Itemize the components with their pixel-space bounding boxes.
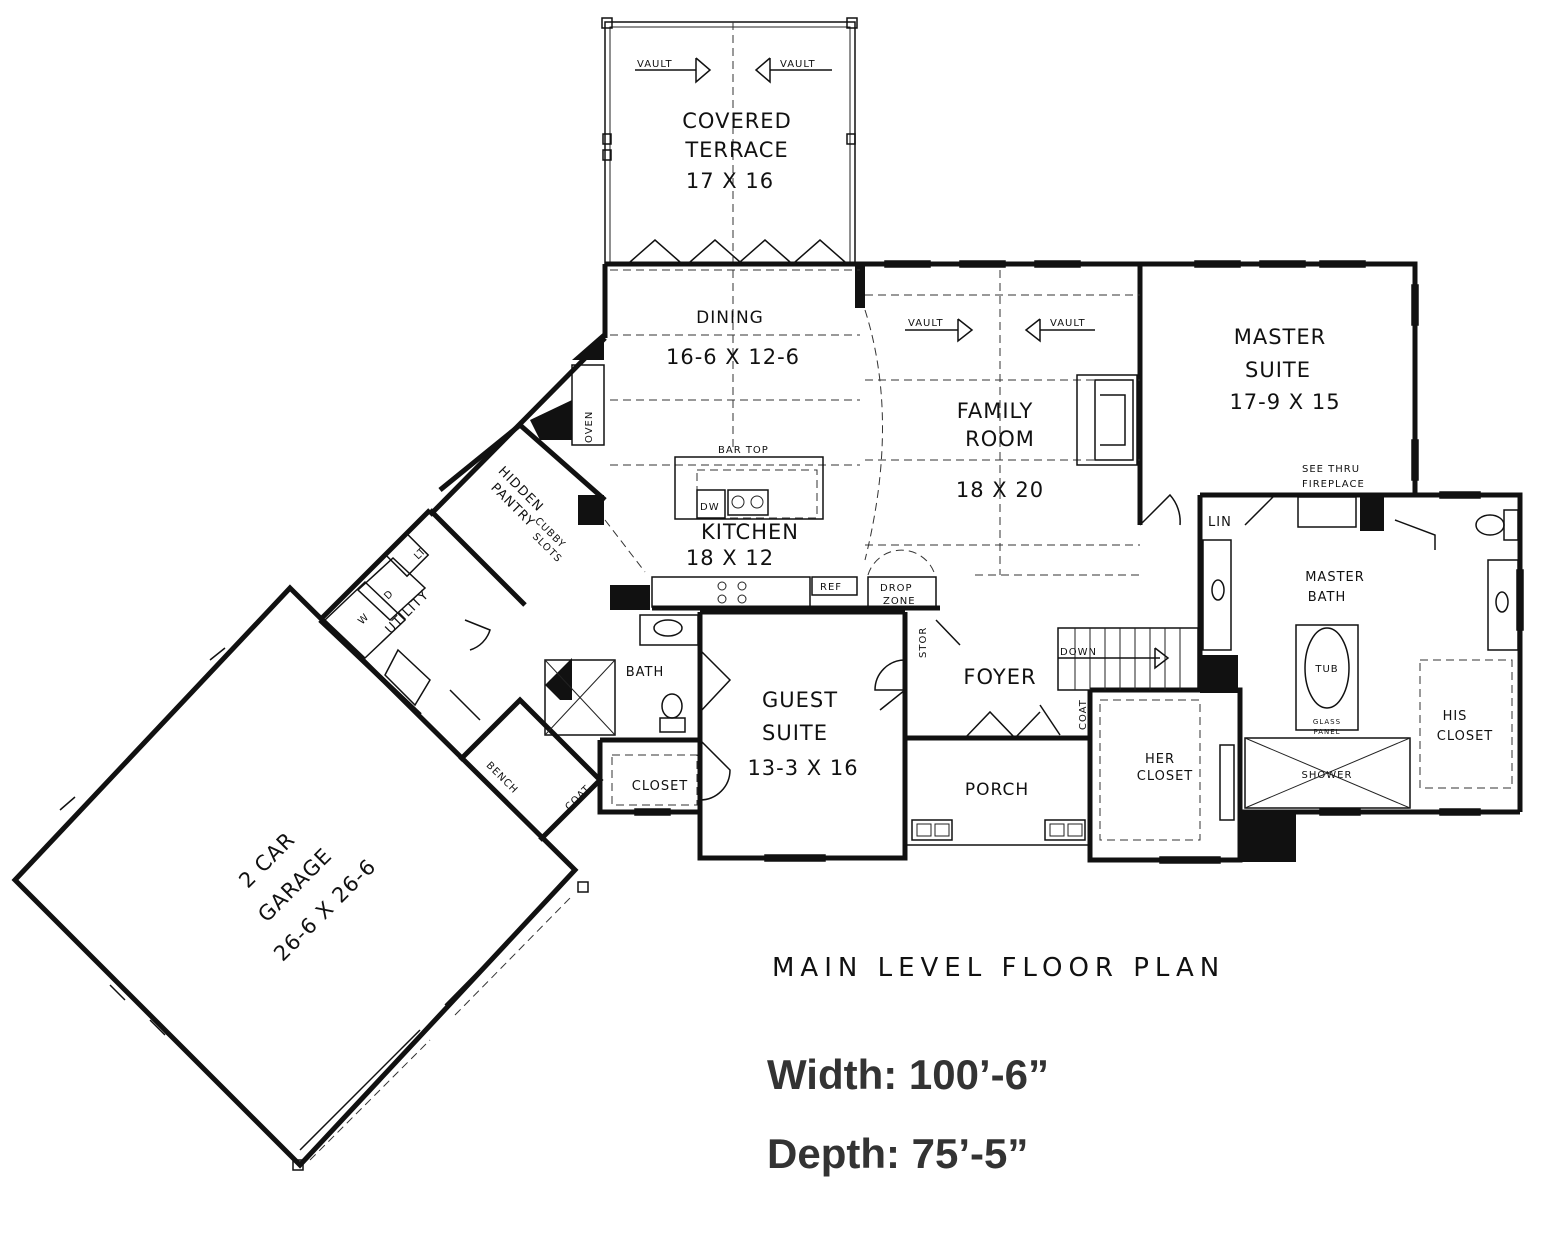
guest-closet: CLOSET [632,779,689,794]
shower-label: SHOWER [1302,770,1353,781]
terrace-vault-right: VAULT [780,59,816,70]
master-suite-size: 17-9 X 15 [1229,390,1340,414]
porch-name: PORCH [965,780,1029,800]
oven-label: OVEN [584,411,595,443]
door-swings [449,493,1436,801]
bar-top-label: BAR TOP [718,445,769,456]
guest-name-2: SUITE [762,721,828,745]
glass-panel-1: GLASS [1313,718,1341,726]
his-closet-1: HIS [1443,709,1468,724]
her-closet-2: CLOSET [1137,769,1194,784]
fireplace-icon [1076,374,1357,528]
master-bath-name-2: BATH [1308,590,1347,605]
master-suite-name-1: MASTER [1234,325,1327,349]
glass-panel-2: PANEL [1313,728,1340,736]
dw-label: DW [700,502,720,513]
her-closet-1: HER [1145,752,1175,767]
tub-label: TUB [1314,664,1338,675]
exterior-walls [11,261,1523,1169]
bench-label: BENCH [484,760,520,796]
family-vault-left: VAULT [908,318,944,329]
solid-wall-blocks [530,264,1384,862]
lt-label: LT [412,546,428,562]
see-thru-2: FIREPLACE [1302,479,1365,490]
family-name-1: FAMILY [957,399,1034,423]
his-closet-2: CLOSET [1437,729,1494,744]
windows [634,260,1524,864]
depth-dimension: Depth: 75’-5” [767,1130,1028,1177]
terrace-size: 17 X 16 [686,169,774,193]
terrace-vault-left: VAULT [637,59,673,70]
porch-planters [905,710,1090,846]
utility-appliances [323,532,431,707]
width-dimension: Width: 100’-6” [767,1051,1049,1098]
room-labels: VAULT VAULT COVERED TERRACE 17 X 16 DINI… [234,59,1494,966]
stor-label: STOR [918,627,929,658]
family-vault-right: VAULT [1050,318,1086,329]
coat-label-foyer: COAT [1078,699,1089,730]
closet-shelves [611,659,1513,841]
bath-name: BATH [626,665,665,680]
see-thru-1: SEE THRU [1302,464,1360,475]
kitchen-name: KITCHEN [701,520,799,544]
staircase [1057,627,1199,691]
kitchen-size: 18 X 12 [686,546,774,570]
dining-size: 16-6 X 12-6 [666,345,800,369]
guest-name-1: GUEST [762,688,838,712]
terrace-name-1: COVERED [682,109,792,133]
garage-doors [59,647,589,1171]
foyer-name: FOYER [963,665,1036,689]
master-bath-name-1: MASTER [1305,570,1365,585]
ceiling-lines [604,269,1140,576]
plan-title: MAIN LEVEL FLOOR PLAN [772,953,1225,983]
down-label: DOWN [1060,647,1097,658]
family-size: 18 X 20 [956,478,1044,502]
coat-label-mud: COAT [563,783,593,813]
dining-name: DINING [696,308,764,328]
master-bath-fixtures [1202,509,1519,809]
terrace-name-2: TERRACE [684,138,788,162]
family-name-2: ROOM [965,427,1035,451]
bath-fixtures [544,614,699,736]
ref-label: REF [820,582,842,593]
family-vault-arrows [905,318,1095,343]
guest-size: 13-3 X 16 [747,756,858,780]
washer-label: W [356,612,371,627]
master-suite-name-2: SUITE [1245,358,1311,382]
kitchen-fixtures [571,364,937,608]
lin-label: LIN [1208,515,1232,530]
drop-zone-2: ZONE [883,596,916,607]
drop-zone-1: DROP [880,583,913,594]
